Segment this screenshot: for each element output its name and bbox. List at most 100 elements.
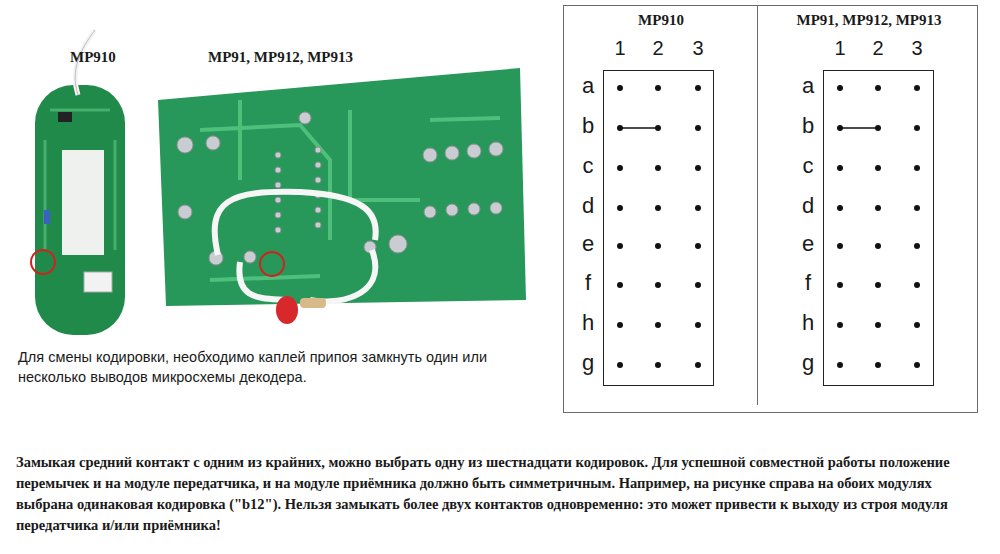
photo-note: Для смены кодировки, необходимо каплей п…: [18, 347, 543, 387]
pin-row-letter: d: [793, 193, 823, 219]
jumper: [620, 127, 658, 129]
pin-column-number: 2: [863, 37, 893, 60]
pin-row-letter: a: [793, 73, 823, 99]
solder-pads: [315, 177, 321, 183]
pin-dots: [655, 85, 661, 91]
trace: [45, 110, 115, 250]
led: [276, 296, 298, 324]
pin-dots: [617, 165, 623, 171]
pin-dots: [914, 165, 920, 171]
pin-dots: [914, 205, 920, 211]
pin-dots: [655, 205, 661, 211]
pin-column-number: 2: [643, 37, 673, 60]
pin-dots: [875, 282, 881, 288]
solder-pads: [467, 144, 481, 158]
pin-row-letter: a: [573, 73, 603, 99]
board-cutout: [62, 150, 104, 255]
pin-dots: [695, 282, 701, 288]
pin-dots: [914, 362, 920, 368]
solder-pads: [177, 137, 193, 153]
solder-pads: [315, 207, 321, 213]
pin-row-letter: b: [793, 113, 823, 139]
board-body: [35, 85, 125, 335]
pin-column-number: 1: [605, 37, 635, 60]
solder-pads: [275, 182, 281, 188]
pin-dots: [837, 85, 843, 91]
solder-pads: [178, 205, 192, 219]
trace: [200, 100, 500, 280]
solder-pads: [275, 152, 281, 158]
solder-pads: [275, 167, 281, 173]
pin-dots: [695, 205, 701, 211]
pin-block: [824, 71, 934, 386]
board-label: MP910: [70, 49, 116, 66]
pin-dots: [914, 243, 920, 249]
pin-dots: [875, 243, 881, 249]
module-heading: MP910: [564, 12, 758, 29]
pin-row-letter: c: [793, 153, 823, 179]
pin-dots: [617, 85, 623, 91]
pin-dots: [617, 362, 623, 368]
pin-row-letter: g: [573, 350, 603, 376]
solder-pads: [423, 148, 437, 162]
wire: [215, 192, 376, 255]
solder-pads: [177, 112, 503, 265]
board-body: [158, 68, 526, 306]
pin-dots: [655, 362, 661, 368]
pin-dots: [655, 165, 661, 171]
panel-divider: [757, 5, 758, 405]
pin-row-letter: c: [573, 153, 603, 179]
pin-dots: [695, 85, 701, 91]
pin-dots: [837, 165, 843, 171]
jumper-panel: MP910MP91, MP912, MP913: [563, 5, 978, 413]
pin-dots: [837, 205, 843, 211]
solder-pads: [389, 235, 407, 253]
connector: [84, 272, 112, 292]
pin-dots: [914, 282, 920, 288]
pin-row-letter: f: [573, 270, 603, 296]
pin-column-number: 3: [683, 37, 713, 60]
pin-row-letter: h: [793, 310, 823, 336]
pin-dots: [655, 322, 661, 328]
pin-dots: [837, 322, 843, 328]
pin-row-letter: e: [793, 231, 823, 257]
caption-note: Замыкая средний контакт с одним из крайн…: [16, 452, 984, 536]
pin-dots: [914, 125, 920, 131]
pin-dots: [875, 205, 881, 211]
pin-row-letter: b: [573, 113, 603, 139]
solder-pads: [445, 146, 459, 160]
pin-column-number: 1: [825, 37, 855, 60]
pin-row-letter: h: [573, 310, 603, 336]
pin-row-letter: e: [573, 231, 603, 257]
solder-pads: [315, 147, 321, 153]
pin-dots: [875, 165, 881, 171]
pin-block: [604, 71, 714, 386]
solder-pads: [244, 251, 256, 263]
pin-dots: [837, 282, 843, 288]
solder-pads: [206, 136, 220, 150]
solder-pads: [315, 162, 321, 168]
solder-pads: [275, 227, 281, 233]
pin-dots: [617, 205, 623, 211]
pin-dots: [695, 243, 701, 249]
wire: [239, 250, 375, 302]
solder-pads: [299, 112, 311, 124]
pin-dots: [695, 362, 701, 368]
pin-dots: [837, 362, 843, 368]
board-label: MP91, MP912, MP913: [208, 49, 353, 66]
solder-pads: [275, 212, 281, 218]
pin-row-letter: d: [573, 193, 603, 219]
pin-dots: [837, 243, 843, 249]
highlight-circle: [260, 252, 284, 276]
solder-pads: [490, 202, 502, 214]
pin-dots: [655, 243, 661, 249]
pin-dots: [695, 165, 701, 171]
pin-dots: [655, 282, 661, 288]
pin-row-letter: f: [793, 270, 823, 296]
pin-dots: [617, 282, 623, 288]
solder-pads: [468, 203, 480, 215]
jumper: [840, 127, 878, 129]
